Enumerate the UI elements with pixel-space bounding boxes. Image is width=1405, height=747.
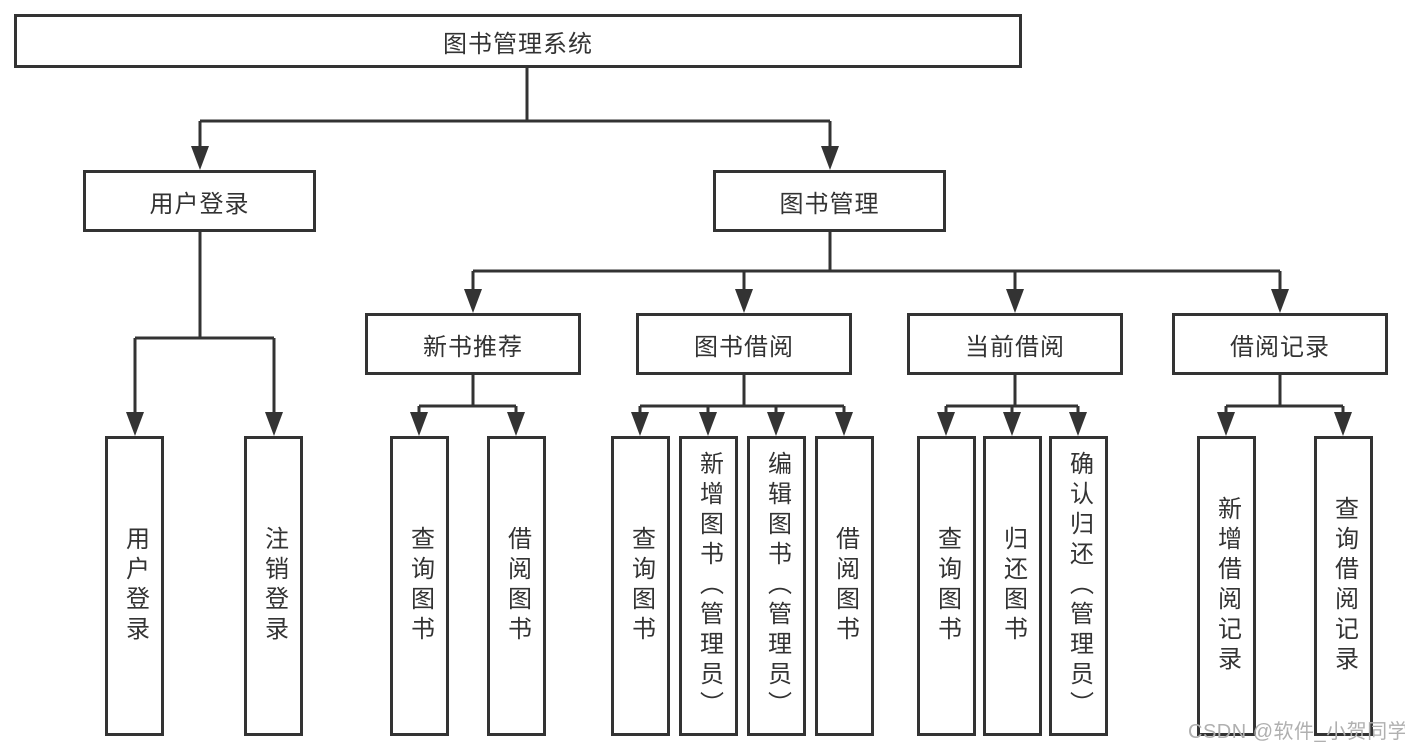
leaf-add-books-admin-label: 新增图书（管理员） (695, 451, 723, 721)
leaf-query-books-1-label: 查询图书 (406, 526, 434, 646)
leaf-query-books-3-label: 查询图书 (933, 526, 961, 646)
node-book-management: 图书管理 (713, 170, 946, 232)
leaf-query-borrow-record: 查询借阅记录 (1314, 436, 1373, 736)
node-root-label: 图书管理系统 (443, 30, 593, 58)
leaf-query-books-3: 查询图书 (917, 436, 976, 736)
node-root-library-system: 图书管理系统 (14, 14, 1022, 68)
leaf-user-login: 用户登录 (105, 436, 164, 736)
node-book-borrowing: 图书借阅 (636, 313, 852, 375)
leaf-query-books-1: 查询图书 (390, 436, 449, 736)
leaf-logout-label: 注销登录 (260, 526, 288, 646)
leaf-borrow-books-2-label: 借阅图书 (831, 526, 859, 646)
leaf-query-books-2: 查询图书 (611, 436, 670, 736)
leaf-borrow-books-1: 借阅图书 (487, 436, 546, 736)
node-new-book-recommend-label: 新书推荐 (423, 333, 523, 361)
node-book-management-label: 图书管理 (779, 190, 880, 218)
node-borrowing-records: 借阅记录 (1172, 313, 1388, 375)
node-book-borrowing-label: 图书借阅 (694, 333, 794, 361)
leaf-add-books-admin: 新增图书（管理员） (679, 436, 738, 736)
leaf-logout: 注销登录 (244, 436, 303, 736)
leaf-add-borrow-record-label: 新增借阅记录 (1213, 496, 1241, 676)
leaf-return-books: 归还图书 (983, 436, 1042, 736)
leaf-return-books-label: 归还图书 (999, 526, 1027, 646)
node-user-login-label: 用户登录 (149, 190, 250, 218)
arrowheads (126, 146, 1352, 436)
leaf-confirm-return-admin-label: 确认归还（管理员） (1065, 451, 1093, 721)
leaf-user-login-label: 用户登录 (121, 526, 149, 646)
csdn-watermark: CSDN @软件_小贺同学 (1188, 721, 1405, 743)
leaf-borrow-books-1-label: 借阅图书 (503, 526, 531, 646)
leaf-add-borrow-record: 新增借阅记录 (1197, 436, 1256, 736)
leaf-confirm-return-admin: 确认归还（管理员） (1049, 436, 1108, 736)
node-current-borrowing-label: 当前借阅 (965, 333, 1065, 361)
leaf-query-borrow-record-label: 查询借阅记录 (1330, 496, 1358, 676)
leaf-borrow-books-2: 借阅图书 (815, 436, 874, 736)
node-borrowing-records-label: 借阅记录 (1230, 333, 1330, 361)
node-user-login: 用户登录 (83, 170, 316, 232)
leaf-query-books-2-label: 查询图书 (627, 526, 655, 646)
leaf-edit-books-admin-label: 编辑图书（管理员） (763, 451, 791, 721)
leaf-edit-books-admin: 编辑图书（管理员） (747, 436, 806, 736)
node-new-book-recommend: 新书推荐 (365, 313, 581, 375)
node-current-borrowing: 当前借阅 (907, 313, 1123, 375)
